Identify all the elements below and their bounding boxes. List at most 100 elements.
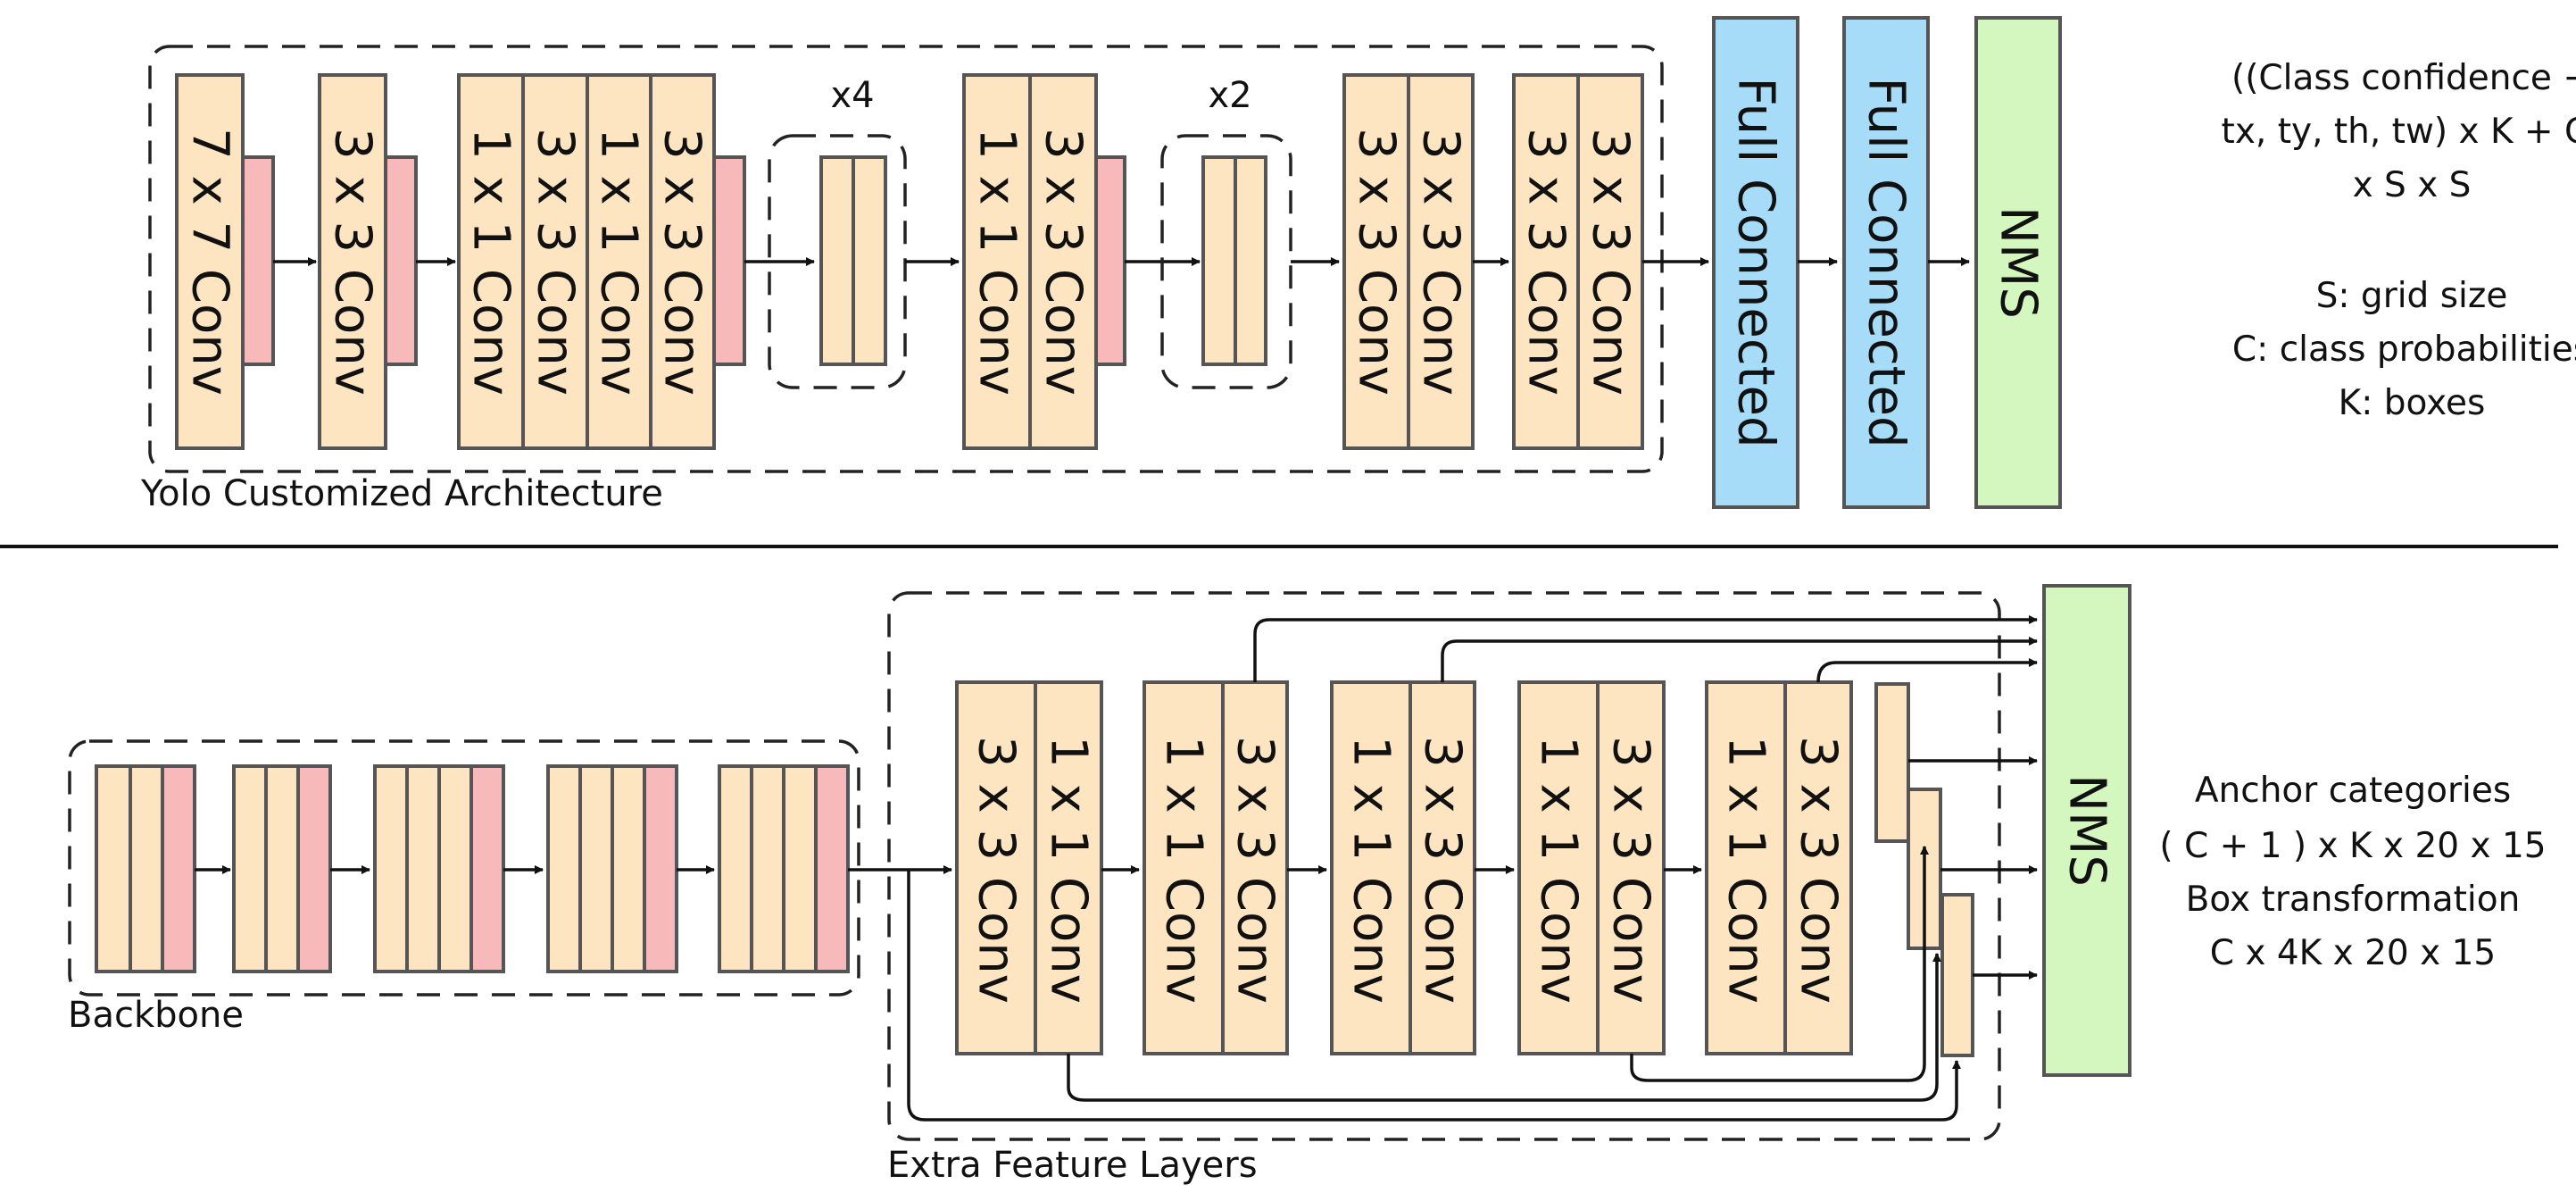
nms-label: NMS <box>2058 774 2116 887</box>
nms-block <box>2042 584 2131 1077</box>
yolo-section: Yolo Customized Architecture 7 x 7 Conv … <box>140 16 2576 514</box>
conv-layer <box>578 764 614 973</box>
pool-layer <box>384 155 418 366</box>
output-text: ( C + 1 ) x K x 20 x 15 <box>2159 826 2546 866</box>
conv-layer <box>955 680 1037 1055</box>
output-text: Anchor categories <box>2195 771 2511 811</box>
conv-layer <box>1705 680 1787 1055</box>
conv-layer <box>175 73 245 450</box>
backbone-block <box>232 764 332 973</box>
conv-label: 3 x 3 Conv <box>1035 128 1093 396</box>
conv-layer <box>1512 73 1580 450</box>
prediction-head <box>1940 893 1974 1057</box>
conv-label: 1 x 1 Conv <box>1530 736 1588 1004</box>
conv-layer <box>718 764 753 973</box>
backbone-block <box>546 764 678 973</box>
conv-label: 3 x 3 Conv <box>1517 128 1575 396</box>
prediction-head <box>1874 682 1910 843</box>
conv-layer <box>611 764 646 973</box>
conv-label: 1 x 1 Conv <box>462 128 520 396</box>
pool-layer <box>643 764 678 973</box>
pool-layer <box>814 764 850 973</box>
fc-layer <box>1712 16 1799 509</box>
conv-layer <box>1028 73 1098 450</box>
conv-layer <box>437 764 473 973</box>
conv-label: 3 x 3 Conv <box>527 128 585 396</box>
conv-layer <box>782 764 818 973</box>
conv-layer <box>232 764 268 973</box>
repeat-label: x4 <box>830 75 874 116</box>
legend-text: S: grid size <box>2316 276 2508 316</box>
output-text: ((Class confidence + <box>2231 58 2576 98</box>
conv-label: 7 x 7 Conv <box>181 128 239 396</box>
conv-layer <box>521 73 589 450</box>
pool-layer <box>296 764 332 973</box>
extra-layers-box <box>887 591 2001 1141</box>
conv-layer <box>1517 680 1600 1055</box>
output-text: tx, ty, th, tw) x K + C) <box>2222 112 2576 152</box>
conv-layer <box>1783 680 1853 1055</box>
conv-label: 1 x 1 Conv <box>590 128 648 396</box>
conv-label: 1 x 1 Conv <box>1717 736 1775 1004</box>
conv-layer <box>750 764 785 973</box>
conv-layer <box>129 764 164 973</box>
conv-label: 1 x 1 Conv <box>1040 736 1098 1004</box>
yolo-caption: Yolo Customized Architecture <box>140 473 663 514</box>
nms-block <box>1974 16 2062 509</box>
pool-layer <box>469 764 505 973</box>
conv-label: 3 x 3 Conv <box>653 128 711 396</box>
conv-layer <box>457 73 525 450</box>
conv-label: 3 x 3 Conv <box>1414 736 1472 1004</box>
conv-label: 3 x 3 Conv <box>968 736 1026 1004</box>
extra-caption: Extra Feature Layers <box>887 1145 1258 1186</box>
output-text: Box transformation <box>2186 880 2521 920</box>
conv-layer <box>264 764 300 973</box>
skip-connection <box>1816 658 2038 683</box>
pool-layer <box>1094 155 1126 366</box>
conv-label: 3 x 3 Conv <box>1602 736 1660 1004</box>
conv-layer <box>405 764 441 973</box>
output-text: C x 4K x 20 x 15 <box>2210 933 2497 973</box>
pool-layer <box>161 764 196 973</box>
legend-text: K: boxes <box>2339 383 2486 423</box>
conv-layer <box>649 73 716 450</box>
conv-layer <box>852 155 887 366</box>
conv-label: 3 x 3 Conv <box>324 128 382 396</box>
conv-layer <box>373 764 409 973</box>
pool-layer <box>712 155 746 366</box>
fc-layer <box>1842 16 1930 509</box>
conv-layer <box>1342 73 1410 450</box>
conv-label: 1 x 1 Conv <box>1342 736 1400 1004</box>
ssd-section: Backbone <box>68 584 2547 1186</box>
conv-layer <box>1330 680 1412 1055</box>
conv-layer <box>1408 680 1476 1055</box>
conv-label: 3 x 3 Conv <box>1226 736 1284 1004</box>
output-text: x S x S <box>2353 165 2472 205</box>
yolo-dashed-box <box>148 45 1664 473</box>
conv-layer <box>1201 155 1237 366</box>
conv-label: 1 x 1 Conv <box>968 128 1026 396</box>
repeat-box <box>1160 134 1292 389</box>
conv-label: 3 x 3 Conv <box>1412 128 1470 396</box>
fc-label: Full Connected <box>1857 77 1915 447</box>
skip-connection <box>1630 846 1929 1082</box>
fc-label: Full Connected <box>1727 77 1785 447</box>
conv-layer <box>318 73 387 450</box>
conv-label: 3 x 3 Conv <box>1582 128 1640 396</box>
backbone-block <box>95 764 196 973</box>
conv-layer <box>546 764 582 973</box>
backbone-caption: Backbone <box>68 995 244 1036</box>
conv-label: 1 x 1 Conv <box>1155 736 1213 1004</box>
backbone-box <box>68 739 860 997</box>
pool-layer <box>241 155 275 366</box>
legend-text: C: class probabilities <box>2232 329 2576 370</box>
skip-connection <box>1067 953 1941 1102</box>
conv-label: 3 x 3 Conv <box>1790 736 1848 1004</box>
conv-layer <box>819 155 855 366</box>
nms-label: NMS <box>1990 206 2048 319</box>
backbone-block <box>718 764 850 973</box>
conv-label: 3 x 3 Conv <box>1348 128 1406 396</box>
conv-layer <box>95 764 132 973</box>
skip-connection <box>907 870 1961 1122</box>
